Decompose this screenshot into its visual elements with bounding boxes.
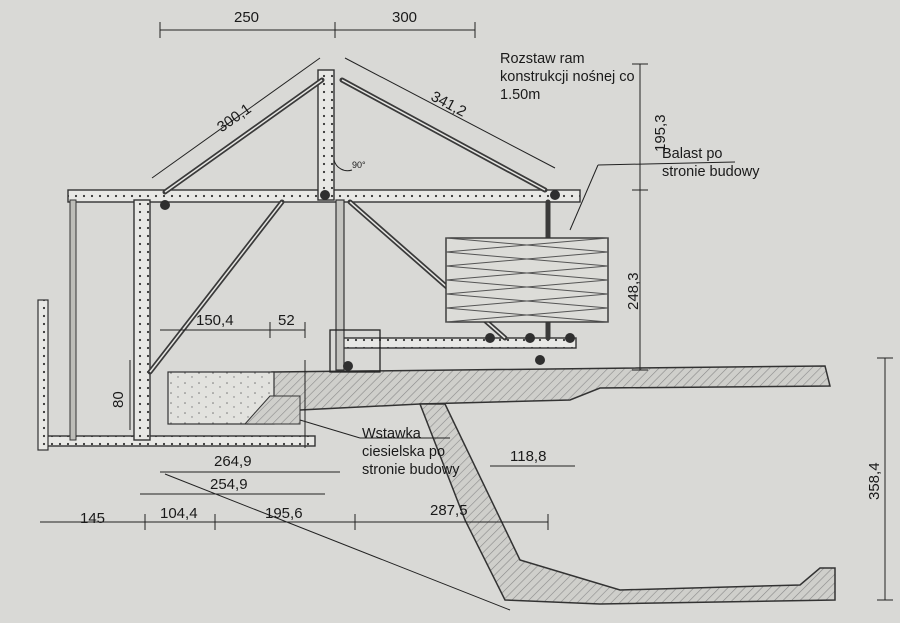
dim-bottom-1: 264,9 <box>214 453 252 470</box>
edge-panel <box>37 299 49 451</box>
bottom-beam <box>39 435 316 447</box>
left-post <box>133 199 151 441</box>
dim-top-right: 300 <box>392 9 418 26</box>
insert-note: Wstawka ciesielska po stronie budowy <box>362 426 460 479</box>
detail-box <box>329 329 381 373</box>
dimension-lines <box>40 22 893 611</box>
center-mast <box>317 69 335 201</box>
dim-top-left: 250 <box>234 9 260 26</box>
bridge-section <box>271 365 836 605</box>
frame-spacing-note: Rozstaw ram konstrukcji nośnej co 1.50m <box>500 51 635 104</box>
dim-mid-width: 150,4 <box>196 312 234 329</box>
ballast-note: Balast po stronie budowy <box>662 146 760 181</box>
far-left-post <box>69 199 77 441</box>
dim-bottom-6: 287,5 <box>430 502 468 519</box>
dim-left-height: 80 <box>110 391 127 408</box>
ballast-box <box>445 237 609 323</box>
dim-bottom-3: 145 <box>80 510 106 527</box>
support-wheels <box>160 190 575 371</box>
dim-right-height: 358,4 <box>866 462 883 500</box>
dim-inner-width: 118,8 <box>510 448 547 465</box>
dim-bottom-4: 104,4 <box>160 505 198 522</box>
angle-label: 90° <box>352 160 366 170</box>
dim-bottom-5: 195,6 <box>265 505 303 522</box>
dim-mid-small: 52 <box>278 312 295 329</box>
dim-bottom-2: 254,9 <box>210 476 248 493</box>
dim-lower-height: 248,3 <box>625 272 642 310</box>
track-beam <box>339 337 577 349</box>
